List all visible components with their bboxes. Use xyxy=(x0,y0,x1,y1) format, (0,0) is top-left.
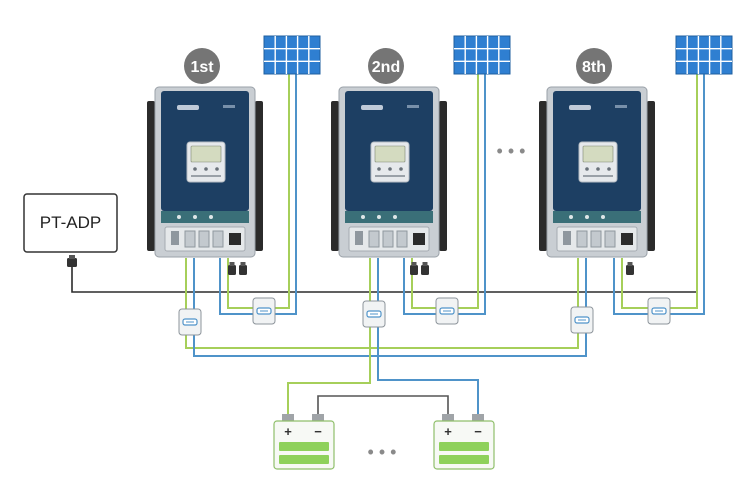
order-badge-2 xyxy=(368,48,404,84)
rj45-connector-icon xyxy=(626,262,634,275)
rj45-connector-icon xyxy=(67,255,77,267)
rs485-communication-cable xyxy=(71,265,698,293)
battery-breaker-1 xyxy=(178,308,202,336)
controllers-ellipsis: • • • xyxy=(497,141,526,161)
controller-8: 8th xyxy=(538,35,733,275)
solar-panel-1 xyxy=(263,35,321,75)
pt-adp-box xyxy=(23,193,118,253)
mppt-controller-unit xyxy=(330,86,448,258)
order-label-2: 2nd xyxy=(372,59,400,76)
pv-wires xyxy=(219,74,705,315)
pv-breaker-2 xyxy=(435,297,459,325)
mppt-controller-unit xyxy=(146,86,264,258)
order-label-8: 8th xyxy=(582,59,606,76)
rj45-connector-icon xyxy=(228,262,236,275)
pt-adp-label: PT-ADP xyxy=(40,213,101,232)
battery-2-plus: + xyxy=(444,424,452,439)
pv-breaker-8 xyxy=(647,297,671,325)
rj45-connector-icon xyxy=(239,262,247,275)
wiring xyxy=(71,74,705,418)
battery-1-minus: − xyxy=(314,424,322,439)
battery-2: + − xyxy=(433,414,495,470)
order-badge-8 xyxy=(576,48,612,84)
pv-breakers xyxy=(252,297,671,325)
controller-1: 1st xyxy=(146,35,321,275)
mppt-controller-unit xyxy=(538,86,656,258)
order-label-1: 1st xyxy=(190,59,214,76)
pv-breaker-1 xyxy=(252,297,276,325)
battery-breaker-8 xyxy=(570,306,594,334)
battery-1: + − xyxy=(273,414,335,470)
rj45-connector-icon xyxy=(421,262,429,275)
pt-adp-adapter: PT-ADP xyxy=(23,193,118,267)
battery-breaker-2 xyxy=(362,300,386,328)
solar-panel-2 xyxy=(453,35,511,75)
order-badge-1 xyxy=(184,48,220,84)
battery-1-plus: + xyxy=(284,424,292,439)
batteries-ellipsis: • • • xyxy=(368,442,397,462)
solar-panel-8 xyxy=(675,35,733,75)
controller-2: 2nd xyxy=(330,35,511,275)
battery-breakers xyxy=(178,300,594,336)
battery-2-minus: − xyxy=(474,424,482,439)
battery-wires xyxy=(185,258,587,418)
